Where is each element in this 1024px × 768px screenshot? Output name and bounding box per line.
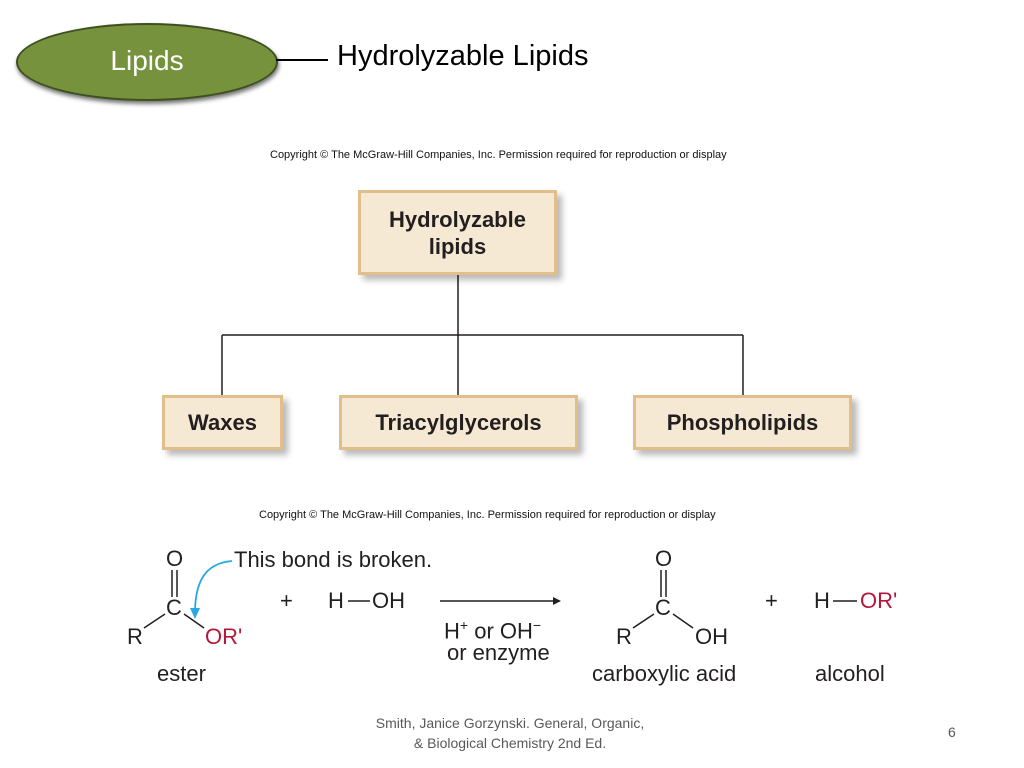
alcohol-or-group: OR' [860, 588, 898, 613]
acid-label: carboxylic acid [592, 661, 737, 686]
water-h: H [328, 588, 344, 613]
tree-root-line2: lipids [428, 233, 487, 259]
acid-r-bond [632, 613, 655, 629]
lipids-label: Lipids [110, 45, 184, 76]
plus-sign-1: + [280, 588, 293, 613]
ester-or-group: OR' [205, 624, 243, 649]
conditions-oh-charge: − [532, 617, 542, 633]
bond-break-arrowhead [190, 608, 200, 619]
tree-child-waxes: Waxes [162, 395, 283, 450]
copyright-notice-bottom: Copyright © The McGraw-Hill Companies, I… [259, 509, 716, 521]
page-number: 6 [948, 724, 956, 740]
plus-sign-2: + [765, 588, 778, 613]
ester-carbonyl-oxygen: O [166, 546, 184, 571]
alcohol-label: alcohol [815, 661, 885, 686]
acid-carbon: C [655, 595, 671, 620]
bond-annotation: This bond is broken. [234, 547, 433, 572]
acid-carbonyl-oxygen: O [655, 546, 673, 571]
tree-child-phospholipids: Phospholipids [633, 395, 852, 450]
tree-child-triacylglycerols: Triacylglycerols [339, 395, 578, 450]
conditions-h: H [444, 618, 460, 644]
bond-break-arrow [194, 560, 233, 611]
citation-line1: Smith, Janice Gorzynski. General, Organi… [375, 715, 645, 731]
citation-line2: & Biological Chemistry 2nd Ed. [413, 735, 607, 751]
tree-root-hydrolyzable-lipids: Hydrolyzable lipids [358, 190, 557, 275]
acid-oh-bond [672, 613, 694, 629]
footer-citation: Smith, Janice Gorzynski. General, Organi… [340, 713, 680, 753]
ester-or-bond [183, 613, 205, 629]
alcohol-h: H [814, 588, 830, 613]
conditions-line2: or enzyme [447, 640, 550, 665]
reaction-arrowhead [553, 597, 561, 605]
lipids-ellipse [16, 23, 278, 101]
ester-r-bond [143, 613, 166, 629]
water-oh: OH [372, 588, 405, 613]
ester-r-group: R [127, 624, 143, 649]
conditions-h-charge: + [459, 617, 469, 633]
conditions-line1: H+ or OH− [444, 613, 541, 643]
ester-label: ester [157, 661, 206, 686]
tree-root-line1: Hydrolyzable [389, 206, 526, 232]
conditions-or-oh: or OH [474, 618, 533, 644]
ester-carbon: C [166, 595, 182, 620]
copyright-notice-top: Copyright © The McGraw-Hill Companies, I… [270, 149, 727, 161]
header-connector-line [276, 59, 328, 61]
acid-r-group: R [616, 624, 632, 649]
acid-oh-group: OH [695, 624, 728, 649]
slide-title: Hydrolyzable Lipids [337, 40, 589, 72]
